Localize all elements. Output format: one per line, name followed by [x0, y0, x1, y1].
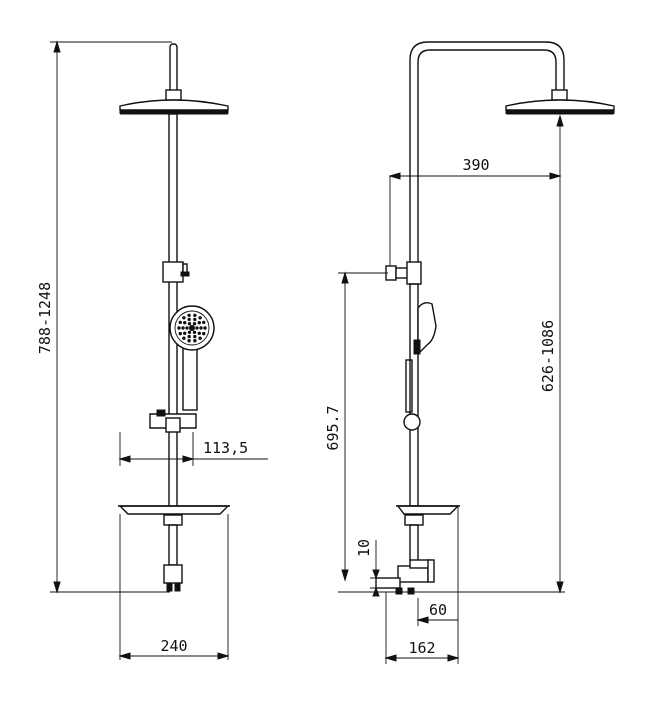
front-height-label: 788-1248 [36, 282, 54, 354]
front-view: 788-1248 [36, 40, 268, 660]
spray-hole [183, 331, 187, 335]
side-lower-pipe [409, 524, 419, 562]
front-hand-shower [169, 305, 215, 411]
side-base-width-dimension: 162 [384, 506, 460, 664]
front-holder [149, 409, 197, 433]
front-height-dimension: 788-1248 [36, 40, 172, 594]
spray-hole [187, 322, 192, 326]
spray-hole [187, 339, 191, 343]
side-mixer-valve [375, 559, 435, 595]
side-arm-outer [409, 41, 565, 270]
side-height-label: 626-1086 [539, 320, 557, 392]
front-slider-bracket [162, 261, 190, 283]
spray-hole [187, 330, 192, 334]
side-wall-bracket [385, 261, 422, 285]
side-arm-inner [417, 49, 557, 262]
spray-hole [181, 326, 185, 330]
front-shower-head [119, 89, 229, 115]
side-bracket-height-dimension: 695.7 [324, 271, 388, 582]
side-base-width-label: 162 [408, 639, 435, 657]
handset-offset-dimension: 113,5 [118, 432, 268, 466]
front-width-dimension: 240 [118, 514, 230, 660]
spray-hole [203, 326, 207, 330]
spray-hole [193, 313, 197, 317]
side-hand-shower [405, 301, 437, 413]
side-view: 390 626-1086 [324, 41, 615, 664]
spray-hole [193, 339, 197, 343]
side-reach-label: 390 [462, 156, 489, 174]
side-reach-dimension: 390 [388, 156, 562, 268]
side-main-pipe [409, 283, 419, 507]
spray-hole [193, 317, 197, 322]
spray-hole [182, 316, 186, 320]
spray-hole [198, 336, 202, 340]
spray-hole [192, 330, 197, 334]
front-top-pipe [169, 43, 178, 93]
spray-hole [182, 336, 186, 340]
front-main-pipe [168, 113, 178, 511]
spray-hole [192, 322, 197, 326]
spray-hole [183, 321, 187, 325]
spray-hole [187, 313, 191, 317]
spray-hole [198, 316, 202, 320]
side-valve-depth-dimension: 60 [385, 592, 458, 664]
side-shower-head [505, 89, 615, 115]
spray-center [189, 325, 195, 331]
spray-hole [178, 331, 183, 336]
side-height-dimension: 626-1086 [539, 114, 564, 594]
spray-hole [185, 326, 189, 330]
side-holder [403, 413, 421, 431]
spray-hole [193, 334, 197, 339]
spray-hole [195, 326, 199, 330]
front-lower-pipe [168, 524, 178, 566]
spray-hole [177, 326, 181, 330]
spray-hole [199, 326, 203, 330]
spray-hole [202, 320, 206, 325]
side-valve-depth-label: 60 [429, 601, 447, 619]
spray-hole [187, 334, 191, 339]
spray-hole [197, 321, 202, 325]
side-outlet-label: 10 [355, 539, 373, 557]
side-bracket-height-label: 695.7 [324, 405, 342, 450]
front-width-label: 240 [160, 637, 187, 655]
spray-hole [197, 331, 202, 335]
spray-hole [202, 331, 206, 336]
spray-hole [178, 320, 183, 325]
spray-hole [187, 317, 191, 322]
front-shelf [118, 505, 230, 526]
side-shelf [396, 505, 460, 526]
handset-offset-label: 113,5 [203, 439, 248, 457]
front-mixer-valve [163, 564, 183, 592]
